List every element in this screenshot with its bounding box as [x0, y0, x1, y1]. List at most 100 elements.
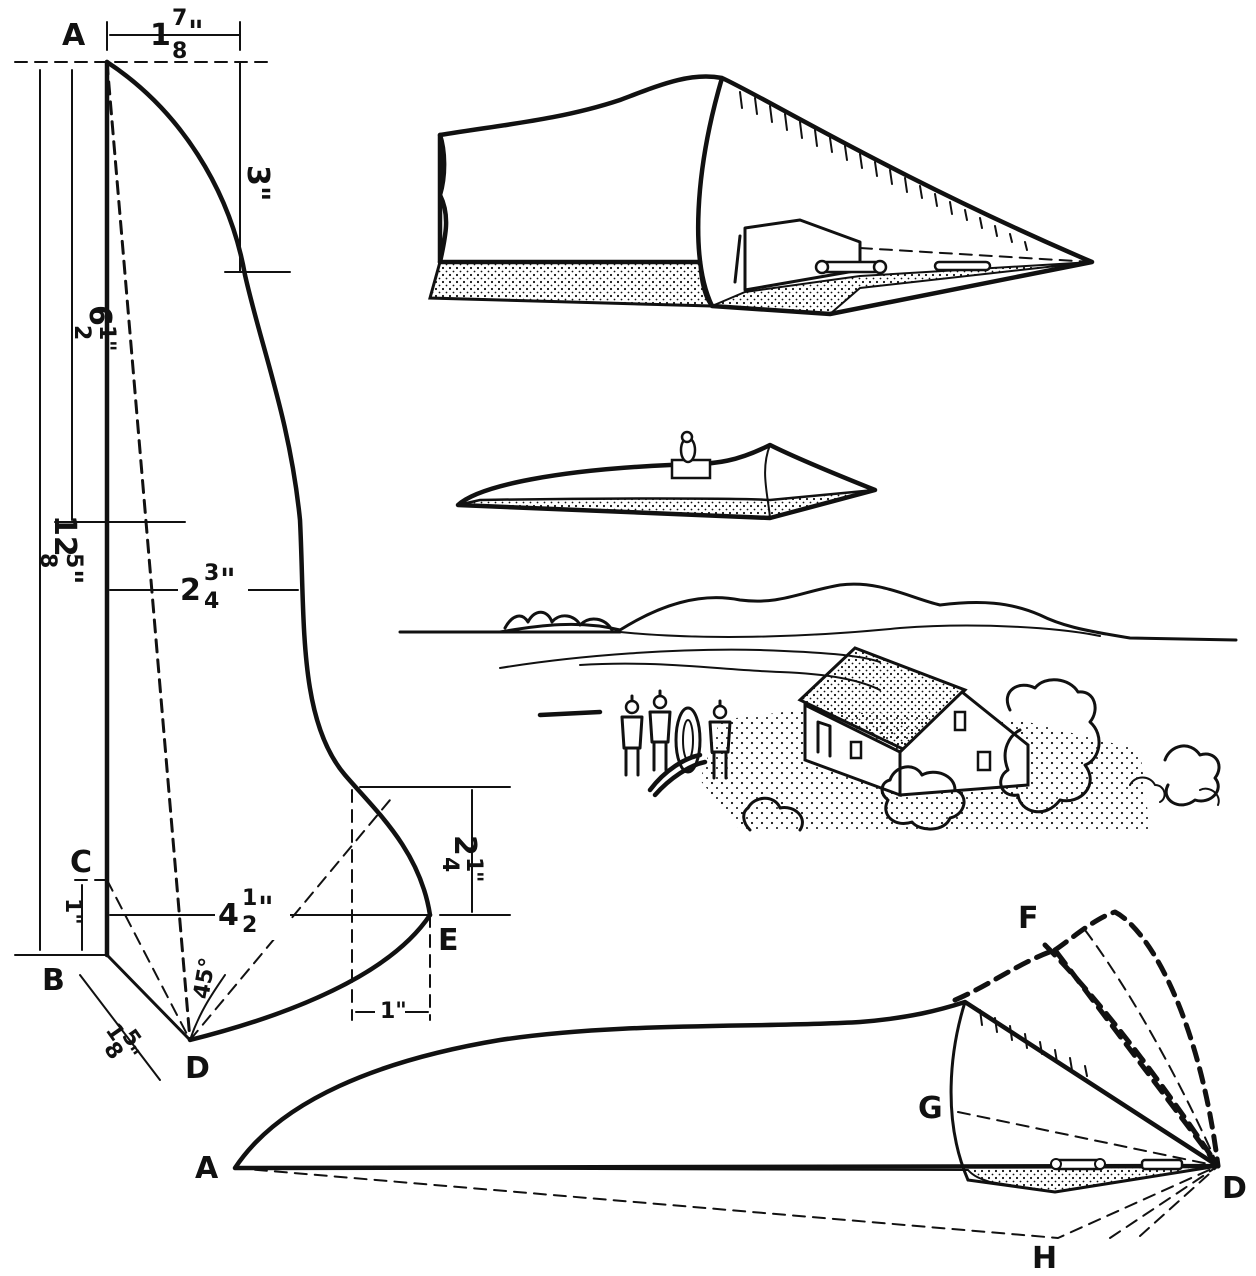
- assembled-label-h: H: [1032, 1241, 1057, 1276]
- dim-total-height: 12 5 8 ": [35, 515, 88, 585]
- pattern-base-edge: [105, 953, 192, 1042]
- assembled-inner-curve: [949, 1000, 970, 1182]
- landscape-scene: [398, 582, 1238, 832]
- house-side-wall: [898, 690, 1030, 797]
- pattern-dashed-c-d: [106, 879, 191, 1041]
- svg-text:": ": [188, 15, 204, 50]
- bush-front: [880, 765, 966, 831]
- hat-closeup-base: [428, 260, 717, 308]
- assembled-label-d: D: [1222, 1171, 1247, 1206]
- dim-upper-height: 6 1 2 ": [69, 305, 119, 351]
- dim-upper-drop: 3": [240, 165, 275, 202]
- assembled-lower-edge: [966, 1164, 1220, 1194]
- bush-small-right: [1129, 776, 1220, 806]
- pattern-dashed-a-d: [105, 60, 192, 1042]
- house-roof: [797, 646, 968, 752]
- hat-closeup-dashed: [859, 247, 1093, 263]
- dim-lower-drop: 2 1 4 ": [437, 835, 486, 882]
- hat-closeup-illustration: [428, 74, 1095, 317]
- svg-text:7: 7: [172, 6, 187, 31]
- hat-small-base: [457, 488, 876, 520]
- dim-angle: 45°: [189, 956, 221, 1001]
- svg-text:4: 4: [218, 898, 239, 933]
- assembled-hatching: [979, 1009, 1088, 1077]
- mountains: [498, 582, 1238, 642]
- pattern-label-a: A: [62, 18, 86, 53]
- assembled-dashed-a-h: [234, 1165, 1219, 1239]
- assembled-dashed-top: [952, 947, 1221, 1169]
- svg-text:5: 5: [61, 553, 86, 568]
- svg-text:1: 1: [242, 886, 257, 911]
- dim-line-lower-drop: [359, 786, 511, 916]
- dim-line-top-width: [106, 21, 241, 51]
- svg-text:1: 1: [461, 857, 486, 872]
- pattern-bottom-curve: [187, 912, 433, 1043]
- hat-small-ridge: [764, 444, 771, 519]
- dim-line-upper-height: [54, 69, 186, 523]
- dim-line-upper-drop: [224, 61, 291, 273]
- assembled-label-g: G: [918, 1091, 943, 1126]
- svg-text:8: 8: [35, 553, 60, 568]
- dim-line-total-height: [14, 69, 106, 956]
- hat-closeup-top: [437, 74, 1095, 317]
- dim-middle-width: 2 3 4 ": [178, 561, 248, 614]
- hat-closeup-cannon-1: [814, 259, 888, 275]
- hat-small-body: [455, 442, 878, 521]
- dim-line-base-diagonal: [79, 974, 161, 1081]
- bush-left: [742, 796, 804, 832]
- pattern-label-c: C: [70, 845, 92, 880]
- pattern-curved-edge: [104, 59, 433, 918]
- pattern-drawing: A B C D E 1 7 8 " 3" 6 1 2 " 12 5 8 " 2: [14, 6, 511, 1086]
- svg-text:1: 1: [94, 325, 119, 340]
- assembled-cannon-2: [1140, 1158, 1184, 1171]
- house: [797, 646, 1030, 798]
- svg-text:": ": [258, 891, 274, 926]
- soldier-2: [648, 689, 672, 772]
- house-window-2: [953, 710, 967, 732]
- svg-text:2: 2: [180, 573, 201, 608]
- pattern-dashed-d-fold: [189, 799, 391, 1041]
- assembled-dashed-inner-2: [1084, 929, 1219, 1167]
- svg-text:4: 4: [204, 589, 219, 614]
- svg-text:2: 2: [242, 913, 257, 938]
- hat-closeup-brim-dots: [711, 261, 1093, 316]
- house-door: [816, 720, 832, 758]
- mountains-lower: [619, 624, 1101, 638]
- svg-text:2: 2: [69, 325, 94, 340]
- svg-text:12: 12: [47, 515, 82, 557]
- pattern-label-d: D: [185, 1051, 210, 1086]
- assembled-hat-drawing: A D F G H: [195, 901, 1247, 1276]
- house-window-3: [976, 750, 992, 772]
- assembled-dashed-f: [1052, 909, 1221, 1169]
- hat-closeup-body: [437, 132, 449, 265]
- svg-text:1": 1": [60, 898, 85, 925]
- assembled-dashed-inner: [1042, 942, 1221, 1169]
- pattern-label-b: B: [42, 963, 65, 998]
- svg-text:": ": [220, 563, 236, 598]
- cannon: [647, 706, 708, 798]
- dim-bottom-width: 4 1 2 ": [215, 886, 290, 940]
- hat-small-illustration: [455, 430, 878, 521]
- pattern-label-e: E: [438, 923, 459, 958]
- svg-text:4: 4: [437, 857, 462, 872]
- svg-text:1: 1: [150, 18, 171, 53]
- hat-closeup-hatching: [739, 91, 1028, 251]
- svg-text:3: 3: [204, 561, 219, 586]
- foreground-dash: [537, 709, 603, 718]
- assembled-label-f: F: [1018, 901, 1039, 936]
- hat-closeup-cannon-2: [933, 260, 992, 272]
- svg-text:8: 8: [172, 39, 187, 64]
- soldier-1: [620, 694, 644, 777]
- soldier-3: [708, 699, 732, 780]
- svg-text:3": 3": [240, 165, 275, 202]
- hat-small-figure: [670, 430, 712, 480]
- angle-mark: [189, 974, 226, 1041]
- hat-closeup-inner-panel: [733, 218, 862, 292]
- assembled-dashed-g: [957, 1111, 1219, 1167]
- svg-text:1": 1": [380, 999, 407, 1024]
- tree-cluster-right: [999, 678, 1101, 814]
- assembled-label-a: A: [195, 1151, 219, 1186]
- svg-text:6: 6: [82, 305, 117, 326]
- svg-text:45°: 45°: [189, 956, 221, 1001]
